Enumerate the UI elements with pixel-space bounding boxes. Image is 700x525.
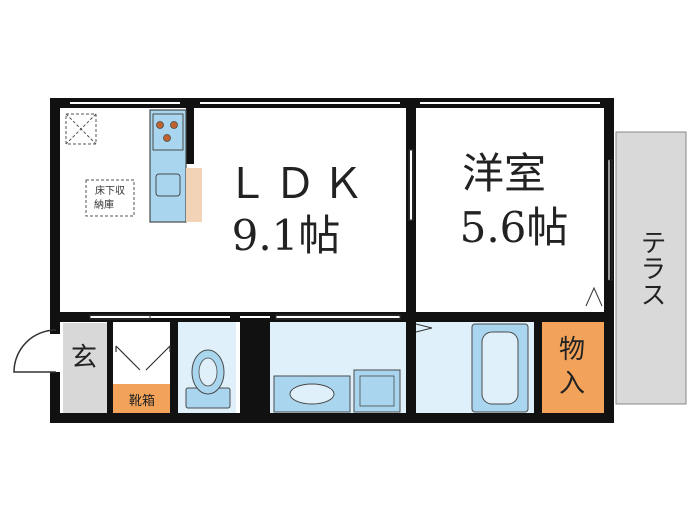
terrace-label: テラス bbox=[636, 229, 666, 307]
underfloor-storage bbox=[85, 179, 135, 217]
sink-icon bbox=[155, 173, 181, 197]
storage-door-mark bbox=[585, 286, 603, 307]
storage-label-1: 物 bbox=[559, 335, 585, 365]
western-size: 5.6帖 bbox=[460, 203, 569, 252]
entrance-label: 玄 bbox=[71, 343, 97, 373]
storage-floor bbox=[540, 322, 604, 414]
counter-top bbox=[186, 168, 202, 222]
western-label: 洋室 bbox=[462, 149, 546, 198]
storage-label-2: 入 bbox=[559, 369, 585, 399]
washing-machine-pan bbox=[353, 369, 401, 413]
terrace bbox=[615, 131, 687, 405]
ldk-size: 9.1帖 bbox=[232, 211, 341, 260]
refrigerator-space bbox=[65, 113, 97, 145]
underfloor-label-1: 床下収 bbox=[95, 184, 125, 197]
bathroom-door bbox=[415, 323, 433, 333]
shoe-box-label: 靴箱 bbox=[129, 393, 155, 409]
window-frames bbox=[89, 149, 613, 320]
shoe-box bbox=[113, 384, 171, 414]
window-marks bbox=[70, 102, 610, 318]
closet-doors bbox=[115, 345, 171, 371]
underfloor-label-2: 納庫 bbox=[94, 198, 114, 211]
entrance-floor bbox=[63, 323, 107, 415]
ldk-label: ＬＤＫ bbox=[226, 159, 370, 208]
entry-door bbox=[13, 329, 57, 373]
stove-icon bbox=[152, 113, 184, 151]
